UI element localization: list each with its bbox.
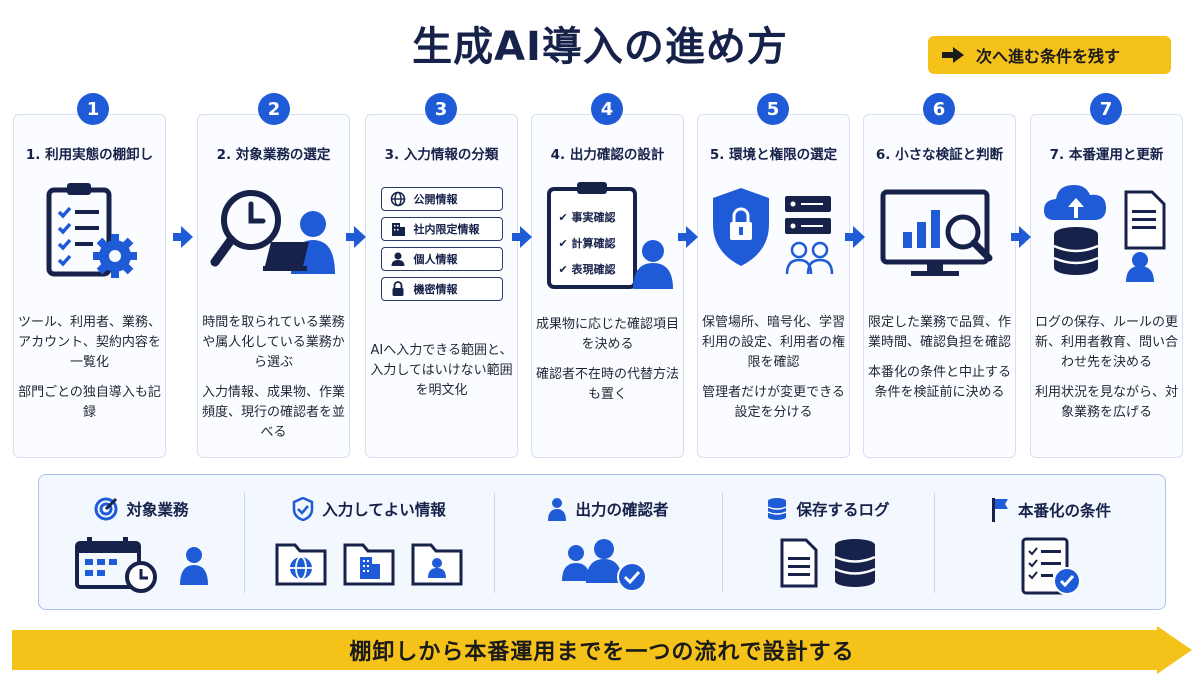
arrow-right-icon — [678, 226, 698, 248]
deliverable-label: 対象業務 — [126, 501, 189, 519]
step-number: 5 — [757, 93, 789, 125]
step-description: AIへ入力できる範囲と、入力してはいけない範囲を明文化 — [370, 343, 513, 398]
step-title: 1. 利用実態の棚卸し — [25, 147, 154, 163]
banner-text: 棚卸しから本番運用までを一つの流れで設計する — [349, 640, 855, 665]
flag-icon — [991, 498, 1008, 522]
step-card-7: 7. 本番運用と更新 ログの保存、ルールの更新、利用者教育、問い合わせ先を決める… — [1030, 114, 1183, 458]
checklist-item: ✔ 計算確認 — [558, 236, 616, 250]
deliverables-panel: 対象業務 入力してよい情報 — [38, 474, 1166, 610]
step-description: 限定した業務で品質、作業時間、確認負担を確認本番化の条件と中止する条件を検証前に… — [868, 315, 1012, 400]
deliverable-target-tasks: 対象業務 — [39, 475, 244, 609]
deliverable-label: 保存するログ — [796, 501, 890, 519]
step-card-5: 5. 環境と権限の選定 保管場所、暗号化、学習利用の設定、利用者の権限を確認管理… — [697, 114, 850, 458]
next-condition-tag: 次へ進む条件を残す — [928, 36, 1171, 74]
flow-banner-arrow — [12, 626, 1192, 674]
shield-lock-server-icon — [698, 177, 849, 287]
database-icon — [834, 539, 876, 587]
cloud-database-document-icon — [1031, 177, 1182, 287]
globe-icon — [390, 191, 405, 207]
deliverable-label: 本番化の条件 — [1017, 502, 1111, 520]
info-category-list: 公開情報 社内限定情報 個人情報 機密情報 — [366, 187, 517, 301]
tag-label: 次へ進む条件を残す — [976, 47, 1121, 66]
deliverable-allowed-info: 入力してよい情報 — [244, 475, 494, 609]
step-description: 保管場所、暗号化、学習利用の設定、利用者の権限を確認管理者だけが変更できる設定を… — [702, 315, 846, 420]
deliverable-label: 出力の確認者 — [575, 501, 669, 519]
checklist-item: ✔ 事実確認 — [558, 210, 616, 224]
step-number: 1 — [77, 93, 109, 125]
step-title: 4. 出力確認の設計 — [550, 147, 665, 163]
shield-check-icon — [292, 497, 314, 521]
arrow-right-icon — [512, 226, 532, 248]
step-card-1: 1. 利用実態の棚卸し ツール、利用者、 — [13, 114, 166, 458]
step-card-4: 4. 出力確認の設計 ✔ 事実確認 ✔ 計算確認 ✔ 表現確認 成果物に応じた確… — [531, 114, 684, 458]
person-icon — [391, 252, 404, 266]
step-title: 7. 本番運用と更新 — [1049, 147, 1164, 163]
step-title: 6. 小さな検証と判断 — [875, 147, 1004, 163]
arrow-right-icon — [845, 226, 865, 248]
step-description: 時間を取られている業務や属人化している業務から選ぶ入力情報、成果物、作業頻度、現… — [202, 315, 346, 440]
calendar-clock-icon — [74, 537, 157, 593]
user-icon — [548, 498, 567, 521]
deliverable-output-reviewer: 出力の確認者 — [494, 475, 722, 609]
deliverable-label: 入力してよい情報 — [322, 501, 446, 519]
monitor-chart-magnifier-icon — [864, 177, 1015, 287]
folder-building-icon — [343, 543, 395, 586]
database-icon — [768, 498, 787, 520]
clock-magnifier-person-icon — [198, 177, 349, 287]
checklist-item: ✔ 表現確認 — [558, 262, 616, 276]
step-number: 2 — [258, 93, 290, 125]
deliverable-production-conditions: 本番化の条件 — [934, 475, 1167, 609]
step-title: 3. 入力情報の分類 — [384, 147, 499, 163]
step-card-2: 2. 対象業務の選定 時間を取られている業務や属人化している業務から選ぶ入力情報… — [197, 114, 350, 458]
step-number: 7 — [1090, 93, 1122, 125]
step-title: 2. 対象業務の選定 — [216, 147, 331, 163]
document-icon — [780, 538, 818, 588]
step-description: 成果物に応じた確認項目を決める確認者不在時の代替方法も置く — [536, 317, 680, 402]
arrow-right-icon — [942, 47, 964, 63]
chip-public: 公開情報 — [380, 187, 503, 211]
step-number: 4 — [591, 93, 623, 125]
step-description: ツール、利用者、業務、アカウント、契約内容を一覧化部門ごとの独自導入も記録 — [18, 315, 162, 420]
target-icon — [94, 497, 118, 521]
checklist-badge-icon — [1021, 537, 1081, 595]
page-title: 生成AI導入の進め方 — [412, 24, 788, 70]
chip-internal: 社内限定情報 — [380, 217, 503, 241]
folder-person-icon — [411, 543, 463, 586]
arrow-right-icon — [173, 226, 193, 248]
chip-personal: 個人情報 — [380, 247, 503, 271]
lock-icon — [392, 281, 403, 296]
step-description: ログの保存、ルールの更新、利用者教育、問い合わせ先を決める利用状況を見ながら、対… — [1035, 315, 1179, 420]
team-check-icon — [562, 539, 647, 592]
step-title: 5. 環境と権限の選定 — [709, 147, 838, 163]
step-number: 6 — [923, 93, 955, 125]
checklist-clipboard: ✔ 事実確認 ✔ 計算確認 ✔ 表現確認 — [532, 181, 683, 291]
deliverable-logs: 保存するログ — [722, 475, 934, 609]
step-card-3: 3. 入力情報の分類 公開情報 社内限定情報 個人情報 機密情報 AIへ入力でき… — [365, 114, 518, 458]
step-number: 3 — [425, 93, 457, 125]
chip-confidential: 機密情報 — [380, 277, 503, 301]
step-card-6: 6. 小さな検証と判断 限定した業務で品質、作業時間、確認負担を確認本番化の条件… — [863, 114, 1016, 458]
arrow-right-icon — [346, 226, 366, 248]
building-icon — [391, 223, 405, 236]
folder-globe-icon — [275, 543, 327, 586]
user-icon — [179, 547, 208, 585]
arrow-right-icon — [1011, 226, 1031, 248]
clipboard-gear-icon — [14, 177, 165, 287]
